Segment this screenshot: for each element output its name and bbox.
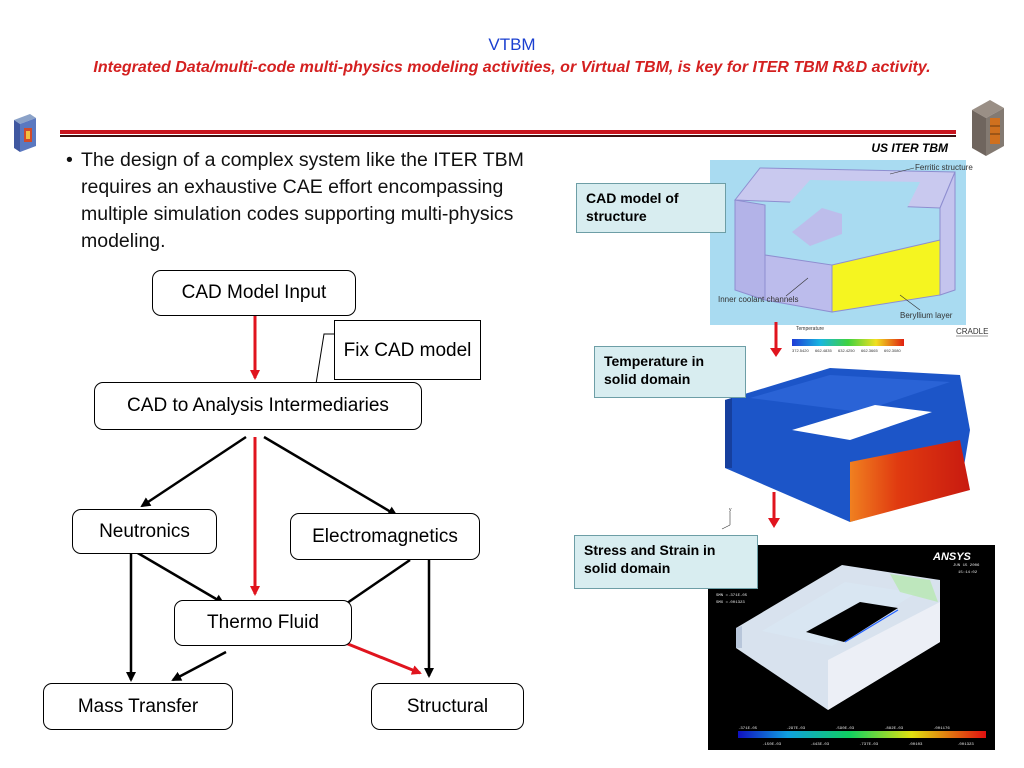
- header-divider-dark: [60, 135, 956, 137]
- callout-stress-strain: Stress and Strain in solid domain: [574, 535, 758, 589]
- simulation-figures: Ferritic structure Inner coolant channel…: [708, 160, 995, 750]
- tbm-module-logo-icon: [14, 114, 36, 152]
- legend-value-5: 692.3080: [884, 348, 901, 353]
- arrow-to-neutronics: [140, 435, 247, 508]
- ansys-scale-top-4: .882E-03: [884, 727, 904, 731]
- us-iter-tbm-tag: US ITER TBM: [871, 141, 948, 155]
- mass-transfer-box: Mass Transfer: [43, 683, 233, 730]
- fix-cad-model-box: Fix CAD model: [334, 320, 481, 380]
- ansys-date: JUN 15 2006: [953, 564, 980, 568]
- thermo-fluid-box: Thermo Fluid: [174, 600, 352, 646]
- label-beryllium: Beryllium layer: [900, 311, 953, 320]
- ansys-scale-bottom-1: .150E-03: [762, 743, 782, 747]
- label-coolant: Inner coolant channels: [718, 295, 799, 304]
- arrow-to-electromagnetics: [263, 435, 398, 517]
- ansys-scale-bottom-3: .737E-03: [859, 743, 879, 747]
- legend-value-4: 662.3665: [861, 348, 878, 353]
- ansys-scale-top-1: .371E-05: [738, 727, 758, 731]
- neutronics-box: Neutronics: [72, 509, 217, 554]
- temperature-ring-figure: [725, 368, 970, 522]
- ansys-scale-top-3: .590E-03: [835, 727, 855, 731]
- legend-value-1: 372.5420: [792, 348, 809, 353]
- ansys-scale-bottom-5: .001323: [957, 743, 974, 747]
- ansys-logo: ANSYS: [932, 551, 972, 563]
- legend-title: Temperature: [796, 326, 824, 332]
- cad-to-analysis-box: CAD to Analysis Intermediaries: [94, 382, 422, 430]
- arrow-cad-to-temperature-head: [770, 348, 782, 357]
- arrow-temperature-to-stress-head: [768, 518, 780, 528]
- slide-subtitle: Integrated Data/multi-code multi-physics…: [93, 59, 931, 76]
- callout-cad-structure: CAD model of structure: [576, 183, 726, 233]
- tbm-box-logo-icon: [972, 100, 1004, 156]
- header-divider-red: [60, 130, 956, 134]
- cad-model-figure: Ferritic structure Inner coolant channel…: [710, 160, 973, 325]
- ansys-time: 15:14:02: [958, 571, 978, 575]
- legend-value-2: 662.4835: [815, 348, 832, 353]
- arrow-neutronics-to-thermo: [135, 550, 225, 605]
- ansys-info-7: SMN =.371E-05: [716, 594, 748, 598]
- ansys-info-8: SMX =.001323: [716, 601, 745, 605]
- structural-box: Structural: [371, 683, 524, 730]
- cad-model-input-box: CAD Model Input: [152, 270, 356, 316]
- arrow-thermo-to-structural: [342, 640, 422, 675]
- ansys-scale-top-2: .297E-03: [786, 727, 806, 731]
- axis-triad-icon: y: [721, 507, 732, 530]
- ansys-scale-bottom-4: .00103: [908, 743, 923, 747]
- bullet-dot-icon: •: [66, 149, 73, 171]
- legend-value-3: 632.4250: [838, 348, 855, 353]
- svg-text:y: y: [729, 507, 732, 513]
- slide-title: VTBM: [488, 35, 536, 54]
- callout-temperature: Temperature in solid domain: [594, 346, 746, 398]
- electromagnetics-box: Electromagnetics: [290, 513, 480, 560]
- temperature-legend: Temperature 372.5420 662.4835 632.4250 6…: [792, 326, 988, 353]
- label-ferritic: Ferritic structure: [915, 163, 973, 172]
- arrow-thermo-to-mass: [171, 650, 227, 682]
- fix-cad-connector: [315, 333, 334, 385]
- ansys-info-6: DMX =.411E-03: [716, 587, 748, 591]
- bullet-text: The design of a complex system like the …: [81, 149, 524, 252]
- ansys-scale-top-5: .001176: [933, 727, 950, 731]
- bullet-point: • The design of a complex system like th…: [66, 147, 556, 255]
- ansys-scale-bottom-2: .443E-03: [810, 743, 830, 747]
- cradle-logo: CRADLE: [956, 327, 988, 336]
